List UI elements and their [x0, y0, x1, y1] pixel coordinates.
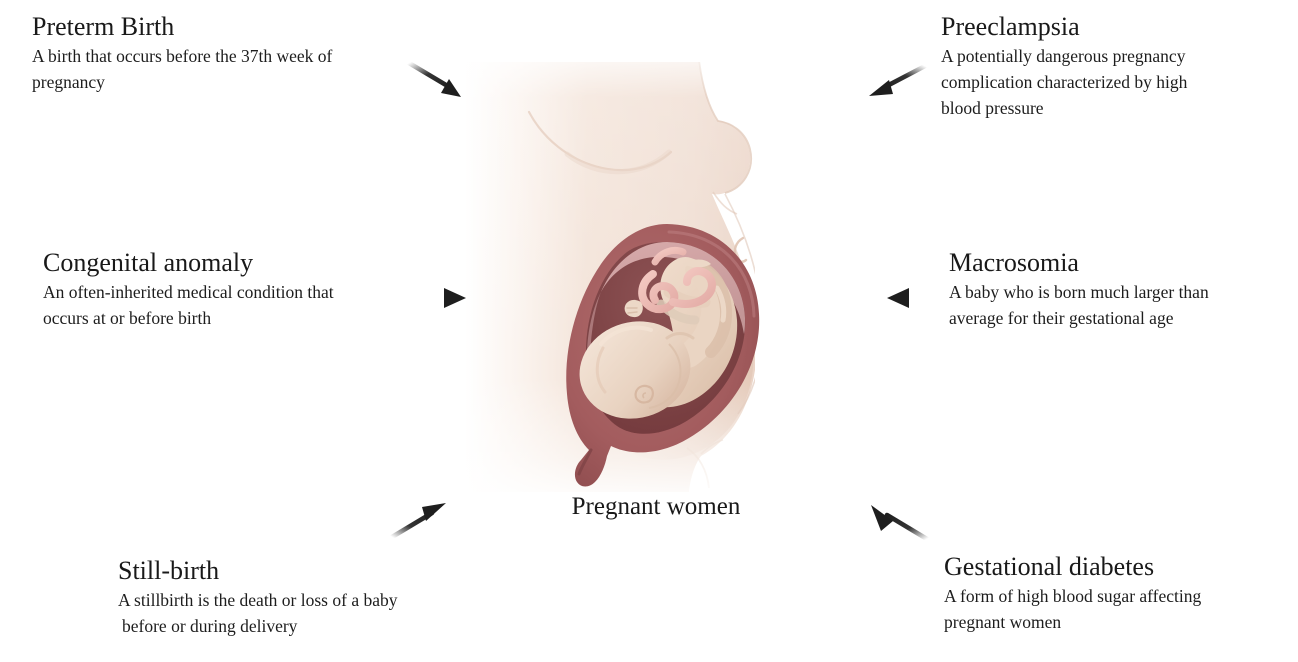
pregnant-woman-fetus-illustration [455, 52, 855, 502]
arrow-left-icon [887, 288, 953, 308]
label-preeclampsia-title: Preeclampsia [941, 12, 1080, 41]
arrow-down-left-icon [869, 63, 928, 96]
label-macrosomia: Macrosomia A baby who is born much large… [949, 248, 1289, 332]
label-congenital-anomaly-title: Congenital anomaly [43, 248, 254, 277]
label-preeclampsia: Preeclampsia A potentially dangerous pre… [941, 12, 1281, 122]
label-gestational-diabetes-title: Gestational diabetes [944, 552, 1155, 581]
arrow-up-left-icon [871, 505, 930, 542]
label-gestational-diabetes: Gestational diabetes A form of high bloo… [944, 552, 1294, 636]
label-preterm-birth-description: A birth that occurs before the 37th week… [32, 46, 333, 92]
label-preeclampsia-description: A potentially dangerous pregnancy compli… [941, 46, 1188, 118]
label-macrosomia-description: A baby who is born much larger than aver… [949, 282, 1209, 328]
label-congenital-anomaly: Congenital anomaly An often-inherited me… [43, 248, 423, 332]
label-still-birth: Still-birth A stillbirth is the death or… [118, 556, 488, 640]
center-caption: Pregnant women [571, 493, 741, 520]
label-gestational-diabetes-description: A form of high blood sugar affecting pre… [944, 586, 1202, 632]
label-macrosomia-title: Macrosomia [949, 248, 1079, 277]
label-preterm-birth-title: Preterm Birth [32, 12, 175, 41]
label-still-birth-description: A stillbirth is the death or loss of a b… [118, 590, 398, 636]
label-preterm-birth: Preterm Birth A birth that occurs before… [32, 12, 422, 96]
fetus [579, 246, 738, 419]
label-still-birth-title: Still-birth [118, 556, 220, 585]
label-congenital-anomaly-description: An often-inherited medical condition tha… [43, 282, 334, 328]
